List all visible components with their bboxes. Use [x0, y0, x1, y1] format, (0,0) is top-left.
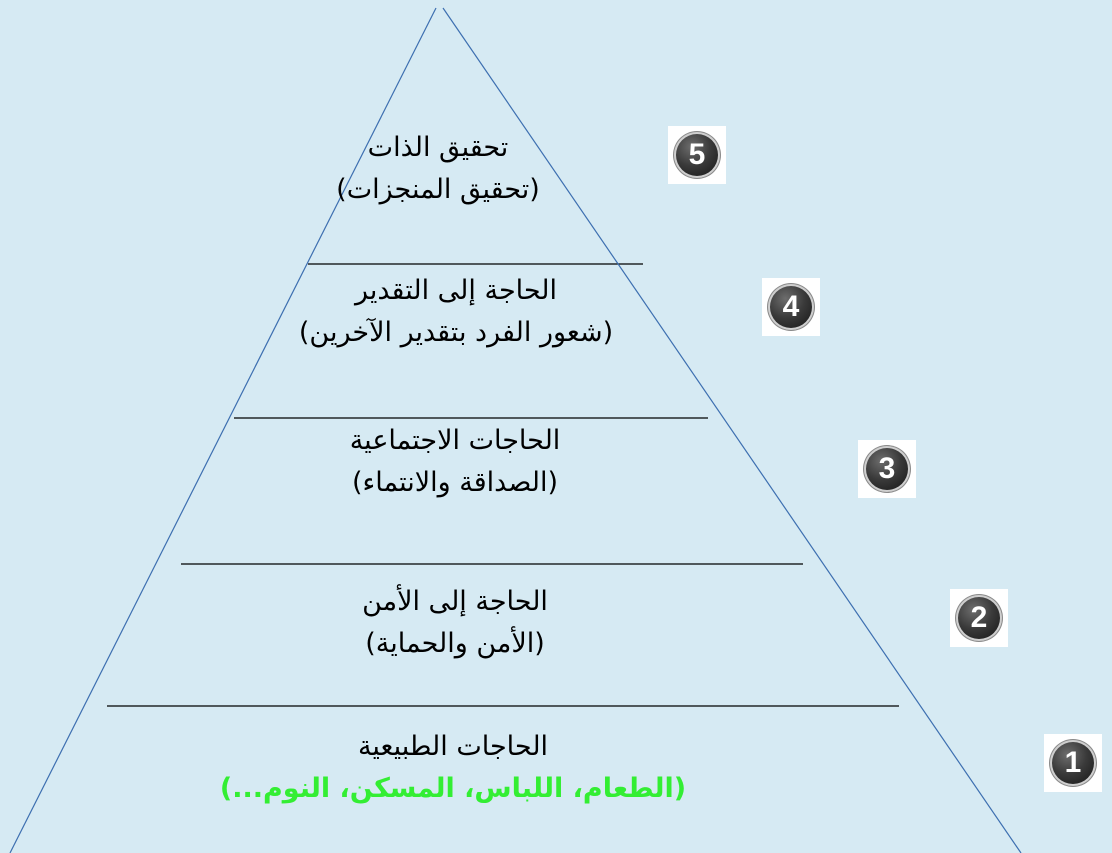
level-2-number-badge: 2: [950, 589, 1008, 647]
level-5-title: تحقيق الذات: [367, 132, 509, 163]
level-2-title: الحاجة إلى الأمن: [362, 586, 548, 617]
level-4-number: 4: [782, 290, 800, 323]
level-3-number: 3: [878, 452, 896, 485]
level-4-title: الحاجة إلى التقدير: [354, 275, 558, 306]
level-4-number-badge: 4: [762, 278, 820, 336]
number-circle-icon: [1050, 740, 1096, 786]
level-1-text: الحاجات الطبيعية (الطعام، اللباس، المسكن…: [220, 726, 686, 810]
level-3-title: الحاجات الاجتماعية: [349, 425, 561, 456]
level-5-text: تحقيق الذات (تحقيق المنجزات): [336, 127, 540, 211]
level-3-number-badge: 3: [858, 440, 916, 498]
level-4-subtitle: (شعور الفرد بتقدير الآخرين): [298, 317, 614, 348]
number-circle-icon: [956, 595, 1002, 641]
level-4-text: الحاجة إلى التقدير (شعور الفرد بتقدير ال…: [299, 270, 613, 354]
pyramid-left-edge: [9, 7, 437, 853]
number-circle-icon: [864, 446, 910, 492]
level-5-number: 5: [688, 138, 706, 171]
level-2-number: 2: [970, 601, 988, 634]
level-1-title: الحاجات الطبيعية: [357, 731, 549, 762]
level-1-subtitle: (الطعام، اللباس، المسكن، النوم...): [219, 773, 687, 804]
number-circle-icon: [768, 284, 814, 330]
level-5-number-badge: 5: [668, 126, 726, 184]
level-3-text: الحاجات الاجتماعية (الصداقة والانتماء): [350, 420, 561, 504]
number-circle-icon: [674, 132, 720, 178]
pyramid-right-edge: [442, 7, 1022, 853]
level-2-subtitle: (الأمن والحماية): [365, 628, 545, 659]
level-2-text: الحاجة إلى الأمن (الأمن والحماية): [362, 581, 548, 665]
level-1-number: 1: [1064, 746, 1082, 779]
level-3-subtitle: (الصداقة والانتماء): [352, 467, 558, 498]
level-5-subtitle: (تحقيق المنجزات): [336, 174, 540, 205]
level-1-number-badge: 1: [1044, 734, 1102, 792]
